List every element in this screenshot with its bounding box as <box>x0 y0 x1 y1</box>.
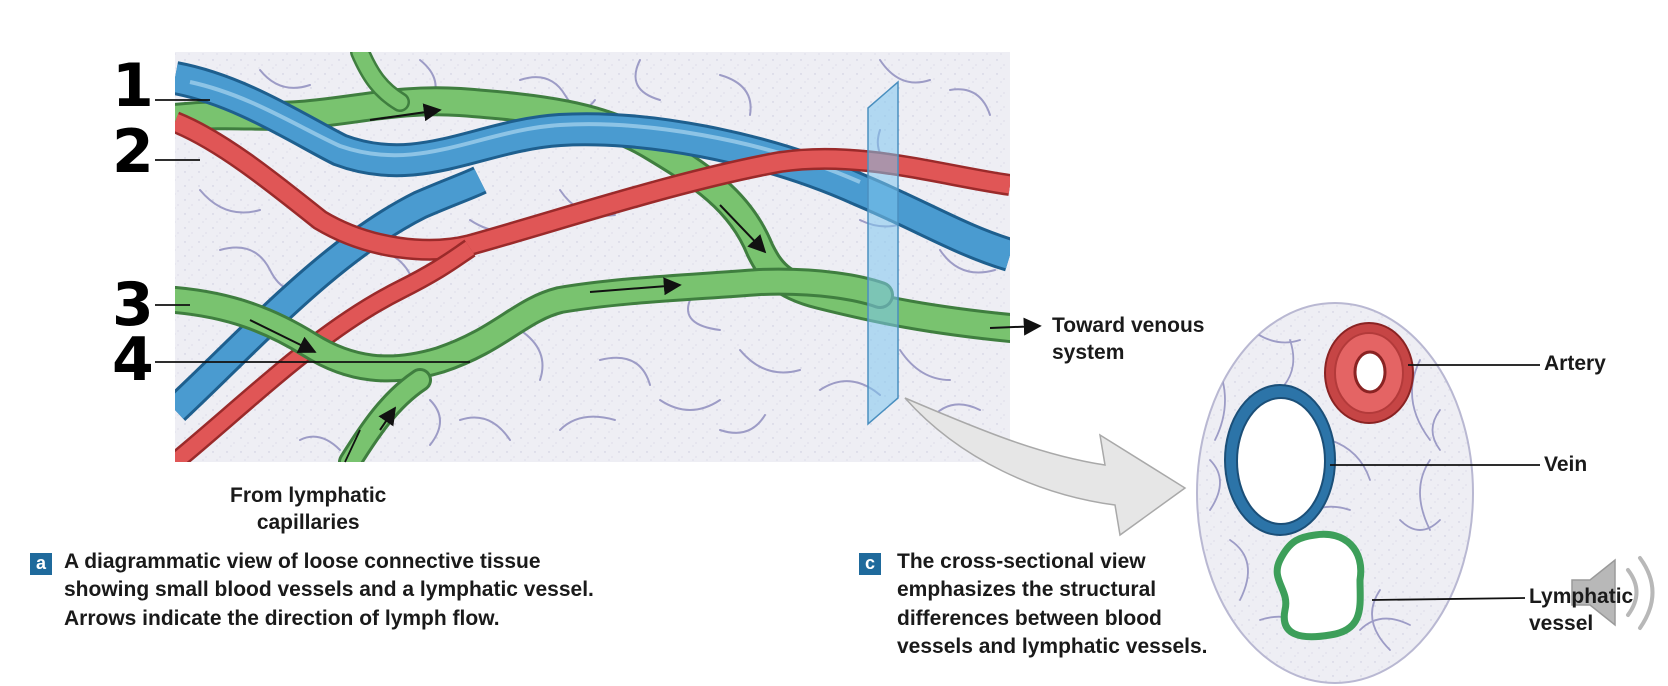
number-2: 2 <box>112 117 154 187</box>
lymphatic-vessel-label: Lymphatic vessel <box>1529 585 1634 636</box>
artery <box>175 111 1010 462</box>
toward-venous-arrow <box>989 317 1042 336</box>
number-3: 3 <box>112 270 154 340</box>
from-lymphatic-label: From lymphatic capillaries <box>230 484 387 535</box>
panel-a-badge: a <box>30 553 52 575</box>
artery-label: Artery <box>1544 352 1606 375</box>
panel-c-badge: c <box>859 553 881 575</box>
panel-c-caption: The cross-sectional view emphasizes the … <box>897 550 1208 659</box>
cross-section <box>1196 302 1540 684</box>
number-1: 1 <box>112 51 154 121</box>
section-plane <box>867 80 899 426</box>
toward-venous-label: Toward venous system <box>1052 314 1205 365</box>
speaker-icon[interactable] <box>1571 556 1655 630</box>
artery-cross-section <box>1324 322 1414 424</box>
panel-a-caption: A diagrammatic view of loose connective … <box>64 550 594 630</box>
flow-arrows <box>249 103 767 431</box>
zoom-arrow <box>904 397 1187 537</box>
lymphatic-cross-section <box>1273 530 1365 641</box>
number-leaders <box>155 99 470 463</box>
vein-cross-section <box>1224 384 1336 536</box>
number-4: 4 <box>112 325 154 395</box>
vein-label: Vein <box>1544 453 1588 476</box>
cross-section-leaders <box>1330 364 1540 601</box>
